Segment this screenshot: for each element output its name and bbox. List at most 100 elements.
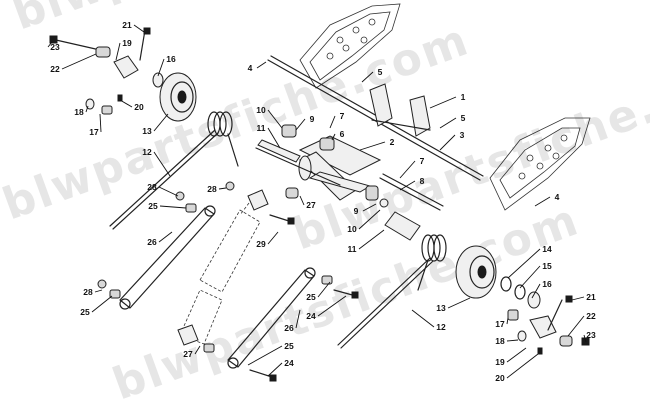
callout-27: 27 xyxy=(299,195,316,210)
callout-leader-line xyxy=(329,115,336,129)
callout-leader-line xyxy=(295,309,301,329)
callout-number: 5 xyxy=(461,113,466,123)
callout-number: 22 xyxy=(586,311,596,321)
callout-number: 28 xyxy=(83,287,93,297)
callout-number: 7 xyxy=(340,111,345,121)
callout-number: 28 xyxy=(207,184,217,194)
callout-leader-line xyxy=(133,24,145,33)
callout-number: 11 xyxy=(348,244,357,254)
callout-2: 2 xyxy=(359,137,395,151)
callout-8: 8 xyxy=(399,176,425,191)
callout-12: 12 xyxy=(142,147,171,177)
callout-leader-line xyxy=(91,295,113,313)
callout-number: 14 xyxy=(542,244,552,254)
callout-leader-line xyxy=(157,58,165,77)
callout-leader-line xyxy=(439,117,457,129)
callout-leader-line xyxy=(567,315,585,337)
callout-number: 26 xyxy=(147,237,157,247)
callout-3: 3 xyxy=(439,130,465,151)
callout-number: 17 xyxy=(495,319,505,329)
callout-number: 28 xyxy=(147,182,157,192)
callout-leader-line xyxy=(317,295,347,317)
callout-number: 29 xyxy=(256,239,266,249)
callout-25: 25 xyxy=(80,295,113,317)
callout-number: 5 xyxy=(378,67,383,77)
callout-27: 27 xyxy=(183,345,201,359)
callout-number: 13 xyxy=(436,303,446,313)
callout-leader-line xyxy=(158,186,179,197)
callout-number: 19 xyxy=(122,38,132,48)
callout-leader-line xyxy=(47,41,53,48)
callout-leader-line xyxy=(247,345,283,366)
callout-number: 16 xyxy=(542,279,552,289)
callout-number: 4 xyxy=(555,192,560,202)
callout-number: 18 xyxy=(74,107,84,117)
callout-number: 9 xyxy=(354,206,359,216)
callout-10: 10 xyxy=(347,209,381,234)
callout-19: 19 xyxy=(115,38,132,61)
callout-22: 22 xyxy=(50,53,97,74)
callout-number: 12 xyxy=(436,322,446,332)
callout-23: 23 xyxy=(47,41,60,52)
callout-leader-line xyxy=(94,289,103,293)
callout-leader-line xyxy=(358,209,381,230)
callout-28: 28 xyxy=(207,184,227,194)
callout-number: 19 xyxy=(495,357,505,367)
callout-13: 13 xyxy=(142,113,169,136)
callout-21: 21 xyxy=(122,20,145,33)
callout-leader-line xyxy=(359,141,386,151)
callout-5: 5 xyxy=(361,67,383,83)
callout-number: 10 xyxy=(256,105,266,115)
bushings xyxy=(281,124,389,208)
callout-leader-line xyxy=(361,71,374,83)
callout-number: 23 xyxy=(586,330,596,340)
callout-24: 24 xyxy=(267,358,294,377)
callout-23: 23 xyxy=(583,330,596,343)
callout-26: 26 xyxy=(147,231,173,247)
callout-leader-line xyxy=(153,113,169,132)
callout-21: 21 xyxy=(571,292,596,302)
callout-28: 28 xyxy=(147,182,179,197)
callout-leader-line xyxy=(61,53,97,70)
rail-bracket-lower xyxy=(489,117,591,211)
callout-28: 28 xyxy=(83,287,103,297)
callout-number: 25 xyxy=(80,307,90,317)
callout-leader-line xyxy=(267,231,279,245)
callout-number: 22 xyxy=(50,64,60,74)
callout-leader-line xyxy=(267,109,283,129)
callout-number: 21 xyxy=(122,20,132,30)
callout-number: 24 xyxy=(284,358,294,368)
callout-leader-line xyxy=(267,127,281,149)
callout-leader-line xyxy=(583,334,587,343)
callout-leader-line xyxy=(429,96,457,109)
callout-26: 26 xyxy=(284,309,301,333)
callout-19: 19 xyxy=(495,347,527,367)
callout-leader-line xyxy=(218,187,227,190)
callout-leader-line xyxy=(99,113,102,133)
callout-leader-line xyxy=(119,99,133,108)
callout-leader-line xyxy=(506,339,519,342)
callout-number: 13 xyxy=(142,126,152,136)
callout-leader-line xyxy=(158,231,173,243)
callout-number: 23 xyxy=(50,42,60,52)
callout-leader-line xyxy=(399,160,416,179)
mounting-bracket xyxy=(369,83,431,137)
callout-number: 27 xyxy=(306,200,316,210)
callout-number: 15 xyxy=(542,261,552,271)
callout-number: 12 xyxy=(142,147,152,157)
callout-leader-line xyxy=(411,309,435,328)
callout-number: 20 xyxy=(495,373,505,383)
callout-number: 27 xyxy=(183,349,193,359)
callout-leader-line xyxy=(534,196,551,207)
callout-number: 1 xyxy=(461,92,466,102)
callout-leader-line xyxy=(571,296,585,301)
callout-18: 18 xyxy=(74,105,89,117)
callout-leader-line xyxy=(267,362,283,377)
callout-leader-line xyxy=(194,345,201,355)
callout-4: 4 xyxy=(248,61,267,73)
callout-number: 18 xyxy=(495,336,505,346)
callout-number: 9 xyxy=(310,114,315,124)
callout-number: 3 xyxy=(460,130,465,140)
